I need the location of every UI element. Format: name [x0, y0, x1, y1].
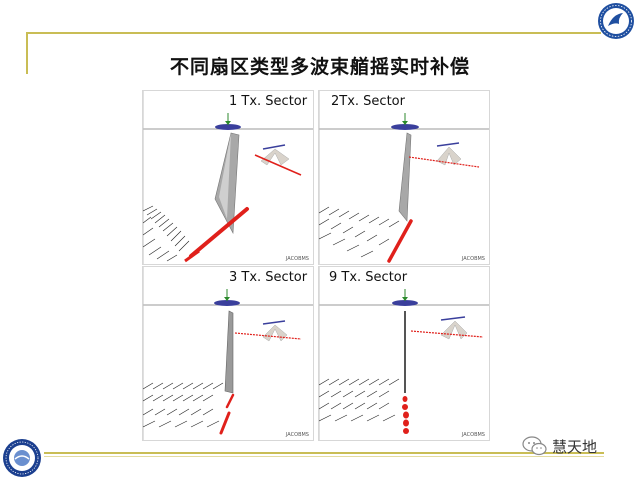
panel-3-tx-sector: 3 Tx. Sector JACOBMS [142, 266, 314, 441]
institute-seal-icon [2, 438, 42, 478]
panel-2-label: 2Tx. Sector [329, 94, 407, 109]
panel-4-label: 9 Tx. Sector [327, 270, 409, 285]
panel-2-credit: JACOBMS [462, 256, 485, 262]
university-seal-icon [597, 2, 635, 40]
panel-1-tx-sector: 1 Tx. Sector JACOBMS [142, 90, 314, 265]
panel-3-label: 3 Tx. Sector [227, 270, 309, 285]
wechat-watermark: 慧天地 [522, 432, 597, 460]
panel-9-tx-sector: 9 Tx. Sector JACOBMS [318, 266, 490, 441]
panel-1-credit: JACOBMS [286, 256, 309, 262]
panel-1-illustration [143, 91, 313, 264]
frame-bottom-rule [44, 452, 604, 454]
slide-title: 不同扇区类型多波束艏摇实时补偿 [0, 52, 640, 79]
panel-3-illustration [143, 267, 313, 440]
watermark-text: 慧天地 [552, 436, 597, 457]
frame-top-rule [26, 32, 601, 34]
panel-1-label: 1 Tx. Sector [227, 94, 309, 109]
wechat-icon [522, 436, 548, 456]
frame-bottom-rule-thin [44, 456, 604, 457]
panel-4-credit: JACOBMS [462, 432, 485, 438]
panel-2-tx-sector: 2Tx. Sector JACOBMS [318, 90, 490, 265]
panel-4-illustration [319, 267, 489, 440]
panel-2-illustration [319, 91, 489, 264]
panel-3-credit: JACOBMS [286, 432, 309, 438]
